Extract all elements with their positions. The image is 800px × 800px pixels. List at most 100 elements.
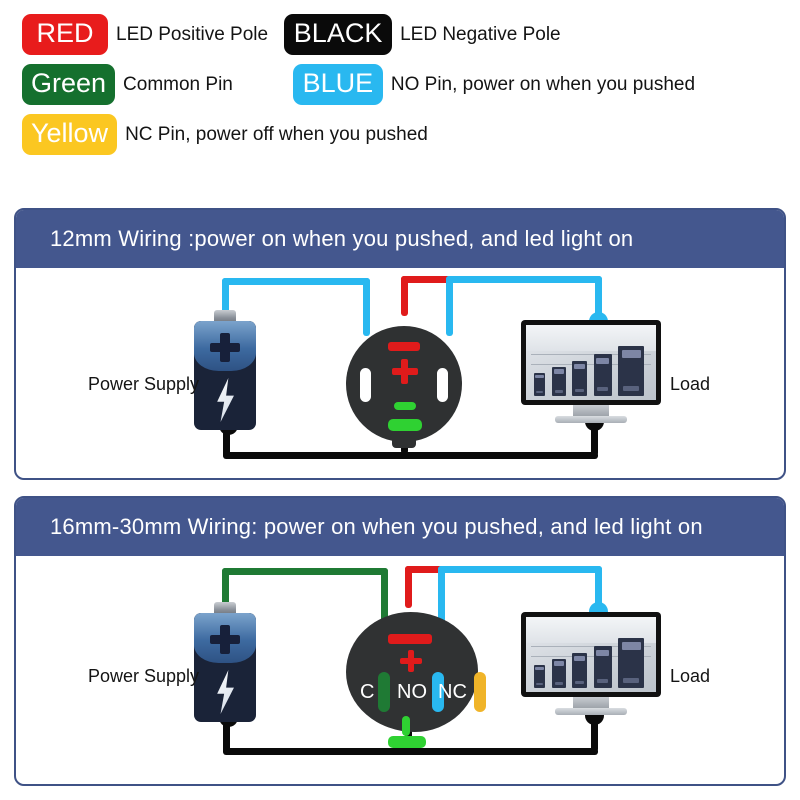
panel-12mm-header: 12mm Wiring :power on when you pushed, a… bbox=[16, 210, 784, 268]
wire-red-led-positive bbox=[405, 566, 412, 608]
screen-cabinet bbox=[533, 373, 546, 396]
common-ground-terminal bbox=[388, 419, 422, 431]
screen-cabinet bbox=[593, 354, 612, 396]
legend-label-yellow: NC Pin, power off when you pushed bbox=[125, 123, 428, 145]
wire-black-ground-bus bbox=[223, 452, 598, 459]
legend-label-green: Common Pin bbox=[123, 73, 233, 95]
wire-black-load-drop bbox=[591, 714, 598, 752]
battery-body bbox=[194, 321, 256, 430]
monitor-base bbox=[555, 416, 627, 423]
wire-blue-load-drop bbox=[595, 566, 602, 610]
legend-chip-red: RED bbox=[22, 14, 108, 55]
load-monitor bbox=[521, 612, 661, 720]
battery-plus-icon-vertical bbox=[220, 625, 230, 654]
screen-line bbox=[531, 364, 651, 365]
nc-pin-label: NC bbox=[438, 681, 467, 703]
led-positive-terminal bbox=[388, 634, 432, 644]
wire-blue-switch-right-rise bbox=[446, 276, 453, 336]
power-supply-battery bbox=[194, 602, 256, 722]
switch-12mm-slot-right bbox=[437, 368, 448, 402]
load-monitor bbox=[521, 320, 661, 428]
wire-red-led-positive bbox=[401, 276, 408, 316]
panel-16mm-30mm-wiring: 16mm-30mm Wiring: power on when you push… bbox=[14, 496, 786, 786]
led-negative-terminal bbox=[394, 402, 416, 410]
legend: RED LED Positive Pole BLACK LED Negative… bbox=[0, 0, 800, 168]
battery-body bbox=[194, 613, 256, 722]
legend-label-blue: NO Pin, power on when you pushed bbox=[390, 73, 696, 95]
lightning-bolt-icon bbox=[217, 378, 234, 422]
monitor-frame bbox=[521, 320, 661, 405]
wire-red-top-run bbox=[401, 276, 451, 283]
power-supply-label: Power Supply bbox=[88, 374, 200, 394]
battery-cap-icon bbox=[214, 602, 236, 615]
legend-chip-green: Green bbox=[22, 64, 116, 105]
battery-cap-icon bbox=[214, 310, 236, 323]
battery-plus-icon-vertical bbox=[220, 333, 230, 362]
wire-blue-switch-left-drop bbox=[363, 278, 370, 336]
screen-line bbox=[531, 353, 651, 355]
wire-blue-to-load bbox=[446, 276, 602, 283]
legend-chip-blue: BLUE bbox=[292, 64, 383, 105]
panel-12mm-wiring: 12mm Wiring :power on when you pushed, a… bbox=[14, 208, 786, 480]
panel-16mm-header: 16mm-30mm Wiring: power on when you push… bbox=[16, 498, 784, 556]
wire-blue-supply-to-switch bbox=[222, 278, 229, 320]
switch-12mm-slot-left bbox=[360, 368, 371, 402]
plus-sign-vertical-icon bbox=[401, 359, 408, 384]
legend-label-red: LED Positive Pole bbox=[116, 23, 269, 45]
panel-16mm-diagram: Power Supply C NO NC bbox=[16, 556, 784, 784]
screen-cabinet bbox=[533, 665, 546, 688]
wire-green-to-common-pin bbox=[381, 568, 388, 660]
wire-black-ground-bus bbox=[223, 748, 598, 755]
monitor-base bbox=[555, 708, 627, 715]
common-pin bbox=[378, 672, 390, 712]
legend-chip-black: BLACK bbox=[284, 14, 393, 55]
plus-sign-vertical-icon bbox=[408, 650, 414, 672]
wire-blue-supply-top bbox=[222, 278, 370, 285]
monitor-neck bbox=[573, 697, 609, 709]
screen-cabinet bbox=[571, 361, 588, 396]
nc-pin bbox=[474, 672, 486, 712]
wire-green-supply-rise bbox=[222, 568, 229, 610]
wire-black-supply-drop bbox=[223, 716, 230, 754]
wire-blue-load-drop bbox=[595, 276, 602, 320]
power-supply-label: Power Supply bbox=[88, 666, 200, 686]
wire-red-top-run bbox=[405, 566, 443, 573]
led-negative-terminal bbox=[402, 716, 410, 736]
screen-cabinet bbox=[571, 653, 588, 688]
monitor-frame bbox=[521, 612, 661, 697]
wire-black-load-drop bbox=[591, 420, 598, 456]
screen-cabinet bbox=[552, 367, 567, 396]
switch-12mm-tab-bottom bbox=[392, 426, 416, 448]
monitor-screen bbox=[526, 325, 656, 400]
no-pin-label: NO bbox=[397, 681, 427, 703]
no-pin bbox=[432, 672, 444, 712]
screen-line bbox=[531, 645, 651, 647]
led-positive-terminal bbox=[388, 342, 420, 351]
switch-12mm[interactable] bbox=[346, 326, 462, 448]
wire-black-supply-drop bbox=[223, 424, 230, 458]
common-pin-label: C bbox=[360, 681, 375, 703]
panel-12mm-diagram: Power Supply bbox=[16, 268, 784, 478]
power-supply-battery bbox=[194, 310, 256, 430]
lightning-bolt-icon bbox=[217, 670, 234, 714]
legend-chip-yellow: Yellow bbox=[22, 114, 118, 155]
wire-blue-to-load bbox=[438, 566, 602, 573]
switch-16mm-30mm[interactable]: C NO NC bbox=[346, 612, 486, 748]
legend-row: Green Common Pin BLUE NO Pin, power on w… bbox=[22, 64, 800, 105]
common-ground-terminal bbox=[388, 736, 426, 748]
screen-cabinet bbox=[552, 659, 567, 688]
load-label: Load bbox=[670, 666, 711, 686]
wire-blue-no-pin-rise bbox=[438, 566, 445, 662]
screen-line bbox=[531, 656, 651, 657]
screen-cabinet bbox=[618, 346, 645, 396]
legend-row: Yellow NC Pin, power off when you pushed bbox=[22, 114, 800, 155]
screen-cabinet bbox=[593, 646, 612, 688]
monitor-neck bbox=[573, 405, 609, 417]
monitor-screen bbox=[526, 617, 656, 692]
switch-16mm-body bbox=[346, 612, 478, 732]
legend-label-black: LED Negative Pole bbox=[400, 23, 561, 45]
legend-row: RED LED Positive Pole BLACK LED Negative… bbox=[22, 14, 800, 55]
wire-green-top-run bbox=[222, 568, 388, 575]
screen-cabinet bbox=[618, 638, 645, 688]
load-label: Load bbox=[670, 374, 711, 394]
